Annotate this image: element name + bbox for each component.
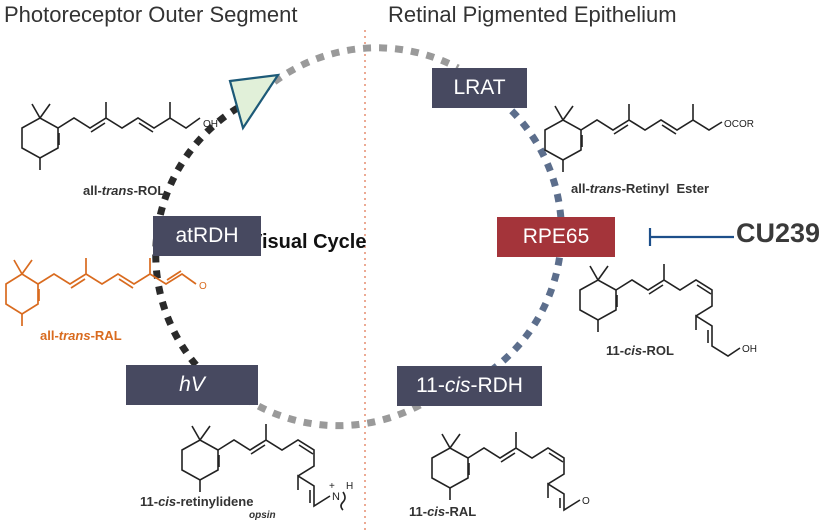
hv-label: hV — [179, 373, 205, 396]
atrdh-box: atRDH — [153, 216, 261, 256]
all-trans-retinyl-ester-structure — [544, 104, 723, 172]
all-trans-retinyl-ester-label: all-trans-Retinyl Ester — [571, 181, 710, 196]
11-cis-rdh-label: 11-cis-RDH — [416, 374, 523, 397]
photoreceptor-region-title: Photoreceptor Outer Segment — [4, 2, 298, 27]
11-cis-retinylidene-structure — [181, 424, 346, 511]
all-trans-ral-label: all-trans-RAL — [40, 328, 122, 343]
retinylidene-n: N — [332, 491, 340, 503]
all-trans-rol-label: all-trans-ROL — [83, 183, 166, 198]
hv-box: hV — [126, 365, 258, 405]
retinyl-ester-group: OCOR — [724, 119, 754, 130]
all-trans-rol-structure — [21, 102, 201, 170]
visual-cycle-diagram: OH OCOR O — [4, 2, 820, 530]
retinylidene-h: H — [346, 481, 353, 492]
cycle-arc-top — [259, 44, 460, 95]
opsin-label: opsin — [249, 510, 276, 521]
all-trans-ral-structure — [5, 258, 197, 326]
lrat-box: LRAT — [432, 68, 527, 108]
11-cis-rdh-box: 11-cis-RDH — [397, 366, 542, 406]
11-cis-ral-group: O — [582, 496, 590, 507]
rpe65-box: RPE65 — [497, 217, 615, 257]
rpe65-label: RPE65 — [522, 225, 590, 248]
cu239-inhibitor-label: CU239 — [736, 218, 820, 248]
lrat-label: LRAT — [453, 76, 506, 99]
visual-cycle-title: Visual Cycle — [249, 231, 367, 253]
cycle-arc-bottom — [233, 389, 422, 430]
cycle-direction-arrowhead — [228, 73, 281, 131]
11-cis-rol-label: 11-cis-ROL — [606, 343, 674, 358]
all-trans-rol-group: OH — [203, 119, 218, 130]
11-cis-rol-structure — [579, 264, 741, 357]
11-cis-ral-structure — [431, 432, 581, 512]
11-cis-rol-group: OH — [742, 344, 757, 355]
retinylidene-plus: + — [329, 481, 335, 492]
rpe-region-title: Retinal Pigmented Epithelium — [388, 2, 677, 27]
atrdh-label: atRDH — [175, 224, 239, 247]
cycle-drawing: OH OCOR O — [5, 30, 757, 530]
all-trans-ral-group: O — [199, 281, 207, 292]
11-cis-retinylidene-label: 11-cis-retinylidene — [140, 494, 254, 509]
11-cis-ral-label: 11-cis-RAL — [409, 504, 477, 519]
